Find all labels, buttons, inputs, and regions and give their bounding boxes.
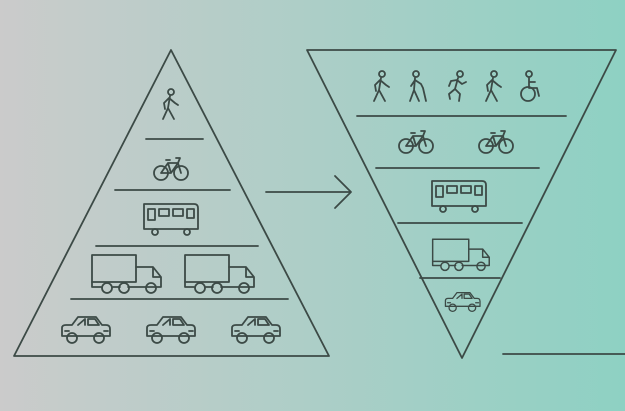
arrow-right-icon [265, 175, 352, 209]
left-pyramid-outline [13, 49, 330, 357]
right-pyramid [306, 49, 617, 359]
right-pyramid-outline [306, 49, 617, 359]
left-pyramid [13, 49, 330, 357]
